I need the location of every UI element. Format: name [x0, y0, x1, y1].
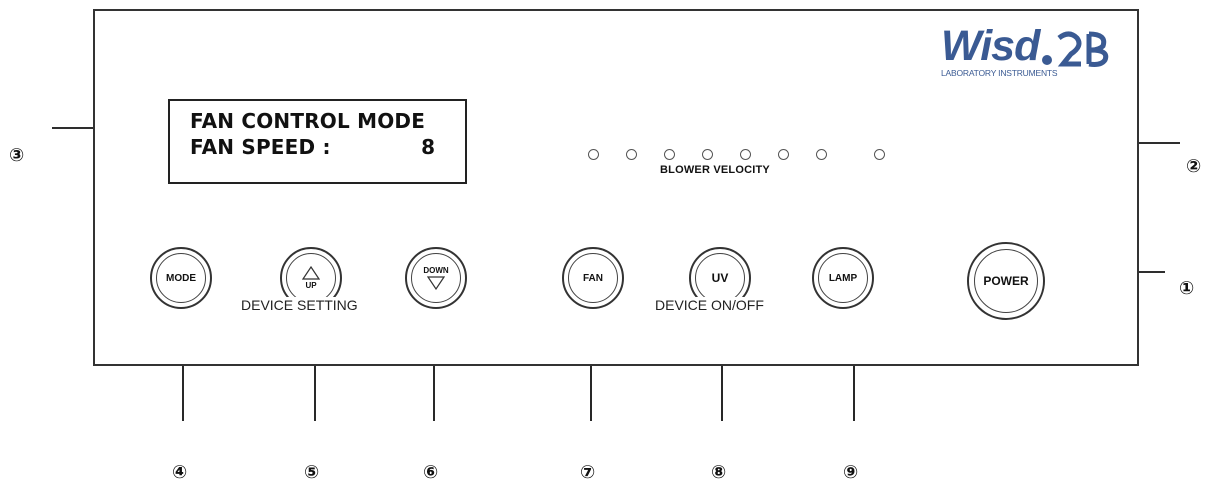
fan-button[interactable]: FAN	[562, 247, 624, 309]
up-button-face: UP	[286, 253, 336, 303]
lcd-speed-label: FAN SPEED :	[190, 135, 331, 159]
callout-7: ⑦	[580, 462, 596, 483]
down-button-face: DOWN	[411, 253, 461, 303]
callout-1: ①	[1179, 278, 1195, 299]
logo-emblem-icon	[1042, 31, 1109, 67]
blower-led-1	[588, 149, 599, 160]
callout-6: ⑥	[423, 462, 439, 483]
blower-led-4	[702, 149, 713, 160]
lamp-button-label: LAMP	[828, 272, 858, 284]
mode-button-face: MODE	[156, 253, 206, 303]
fan-button-label: FAN	[583, 272, 603, 284]
device-onoff-group-label: DEVICE ON/OFF	[652, 297, 767, 313]
up-triangle-icon	[302, 266, 320, 280]
lcd-speed-value: 8	[421, 135, 435, 159]
uv-button-face: UV	[695, 253, 745, 303]
callout-4: ④	[172, 462, 188, 483]
blower-led-6	[778, 149, 789, 160]
logo-subtitle: LABORATORY INSTRUMENTS	[941, 68, 1058, 78]
blower-led-5	[740, 149, 751, 160]
power-button-label: POWER	[983, 274, 1029, 288]
power-button-face: POWER	[974, 249, 1038, 313]
up-button-label: UP	[305, 281, 317, 290]
lamp-button[interactable]: LAMP	[812, 247, 874, 309]
blower-led-7	[816, 149, 827, 160]
blower-velocity-label: BLOWER VELOCITY	[660, 164, 770, 176]
power-button[interactable]: POWER	[967, 242, 1045, 320]
logo-wordmark: Wisd	[941, 22, 1040, 70]
lamp-button-face: LAMP	[818, 253, 868, 303]
down-button[interactable]: DOWN	[405, 247, 467, 309]
device-setting-group-label: DEVICE SETTING	[238, 297, 361, 313]
blower-led-3	[664, 149, 675, 160]
fan-button-face: FAN	[568, 253, 618, 303]
lcd-mode-text: FAN CONTROL MODE	[190, 109, 426, 133]
callout-2: ②	[1186, 156, 1202, 177]
callout-5: ⑤	[304, 462, 320, 483]
mode-button[interactable]: MODE	[150, 247, 212, 309]
blower-led-2	[626, 149, 637, 160]
callout-9: ⑨	[843, 462, 859, 483]
down-triangle-icon	[427, 276, 445, 290]
lcd-display: FAN CONTROL MODE FAN SPEED : 8	[168, 99, 467, 184]
mode-button-label: MODE	[166, 272, 196, 284]
brand-logo: Wisd LABORATORY INSTRUMENTS	[937, 22, 1123, 84]
down-button-label: DOWN	[423, 266, 449, 275]
uv-button-label: UV	[711, 271, 729, 285]
blower-led-8	[874, 149, 885, 160]
callout-3: ③	[9, 145, 25, 166]
callout-8: ⑧	[711, 462, 727, 483]
